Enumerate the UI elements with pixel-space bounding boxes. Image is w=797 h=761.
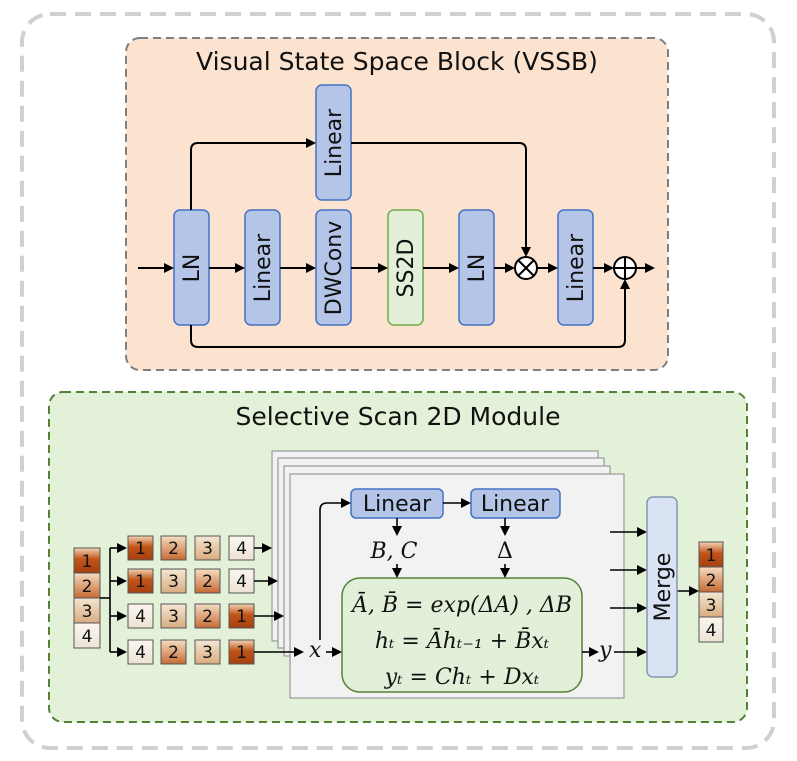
vssb-title: Visual State Space Block (VSSB): [196, 47, 598, 76]
block-label: SS2D: [394, 239, 419, 298]
scan-cell-label: 2: [202, 607, 213, 627]
input-patch-3: 3: [82, 602, 93, 622]
scan-cell-label: 2: [168, 539, 179, 559]
scan-cell-label: 4: [135, 643, 146, 663]
block-label: Linear: [564, 233, 589, 302]
block-label: LN: [465, 254, 490, 283]
scan-cell-label: 4: [236, 539, 247, 559]
ss2d-linear-left: Linear: [350, 488, 444, 519]
scan-cell: [127, 568, 154, 594]
outer-frame: [20, 12, 776, 750]
vssb-block-ln-1: LN: [173, 209, 210, 326]
linear-left-label: Linear: [363, 492, 432, 517]
output-patch-1: 1: [706, 546, 717, 566]
equation-output: yₜ = Chₜ + Dxₜ: [384, 665, 540, 690]
equation-discretize: Ā, B̄ = exp(ΔA) , ΔB: [350, 591, 572, 618]
scan-cell-label: 4: [236, 572, 247, 592]
bc-label: B, C: [370, 539, 418, 564]
vssb-arrows: [138, 138, 655, 348]
scan-cell: [194, 639, 221, 665]
input-patch-4: 4: [82, 627, 93, 647]
vssb-block-linear-2: Linear: [557, 209, 594, 326]
output-patch-column: 1 2 3 4: [698, 541, 724, 643]
scan-cell-label: 2: [168, 643, 179, 663]
scan-cell-label: 3: [202, 539, 213, 559]
scan-cell: [160, 535, 187, 561]
scan-cell-label: 4: [135, 607, 146, 627]
merge-label: Merge: [651, 553, 676, 622]
block-label: LN: [180, 254, 205, 283]
scan-cell-label: 3: [168, 607, 179, 627]
scan-cell: [160, 639, 187, 665]
y-label: y: [598, 638, 612, 663]
merge-block: Merge: [646, 496, 678, 678]
input-patch-column: 1 2 3 4: [73, 547, 101, 649]
block-label: Linear: [251, 233, 276, 302]
scan-cell: [228, 568, 255, 594]
input-patch-2: 2: [82, 577, 93, 597]
ss2d-title: Selective Scan 2D Module: [236, 402, 561, 431]
branch-arrows: [100, 543, 127, 657]
equation-box: [341, 577, 583, 693]
scan-cell-label: 3: [168, 572, 179, 592]
block-label: Linear: [322, 108, 347, 177]
block-label: DWConv: [322, 221, 347, 315]
delta-label: Δ: [497, 539, 513, 564]
ss2d-linear-right: Linear: [470, 488, 561, 519]
scan-cell-label: 1: [236, 643, 247, 663]
input-patch-1: 1: [82, 552, 93, 572]
scan-cell: [127, 603, 154, 629]
vssb-block-dwconv: DWConv: [315, 209, 352, 326]
vssb-block-ss2d: SS2D: [387, 209, 424, 326]
scan-cell-label: 3: [202, 643, 213, 663]
scan-cell: [127, 639, 154, 665]
ss2d-section: Selective Scan 2D Module 1 2 3 4 1 2 3 4 1 3 2…: [48, 391, 748, 723]
vssb-section: Visual State Space Block (VSSB) LN Linea…: [125, 37, 669, 371]
scan-cell: [127, 535, 154, 561]
scan-cell: [194, 603, 221, 629]
output-patch-4: 4: [706, 621, 717, 641]
scan-cell: [194, 535, 221, 561]
x-label: x: [309, 638, 322, 663]
vssb-block-linear-1: Linear: [244, 209, 281, 326]
scan-cell: [160, 568, 187, 594]
scan-cell-label: 1: [236, 607, 247, 627]
output-patch-3: 3: [706, 596, 717, 616]
vssb-block-ln-2: LN: [458, 209, 495, 326]
scan-cell-label: 2: [202, 572, 213, 592]
add-operator: [613, 256, 637, 280]
output-patch-2: 2: [706, 571, 717, 591]
linear-right-label: Linear: [481, 492, 550, 517]
vssb-block-linear-gate: Linear: [315, 84, 352, 201]
scan-cell-label: 1: [135, 572, 146, 592]
scan-cell: [228, 603, 255, 629]
multiply-operator: [514, 256, 538, 280]
scan-sequences: 1 2 3 4 1 3 2 4 4 3 2 1 4 2 3 1: [127, 535, 255, 665]
equation-state: hₜ = Āhₜ₋₁ + B̄xₜ: [375, 627, 550, 654]
scan-cell: [228, 639, 255, 665]
ss2d-inner-arrows: [319, 498, 699, 657]
scan-row-arrows: [254, 543, 304, 657]
scan-cell: [194, 568, 221, 594]
scan-cell-label: 1: [135, 539, 146, 559]
scan-cell: [160, 603, 187, 629]
